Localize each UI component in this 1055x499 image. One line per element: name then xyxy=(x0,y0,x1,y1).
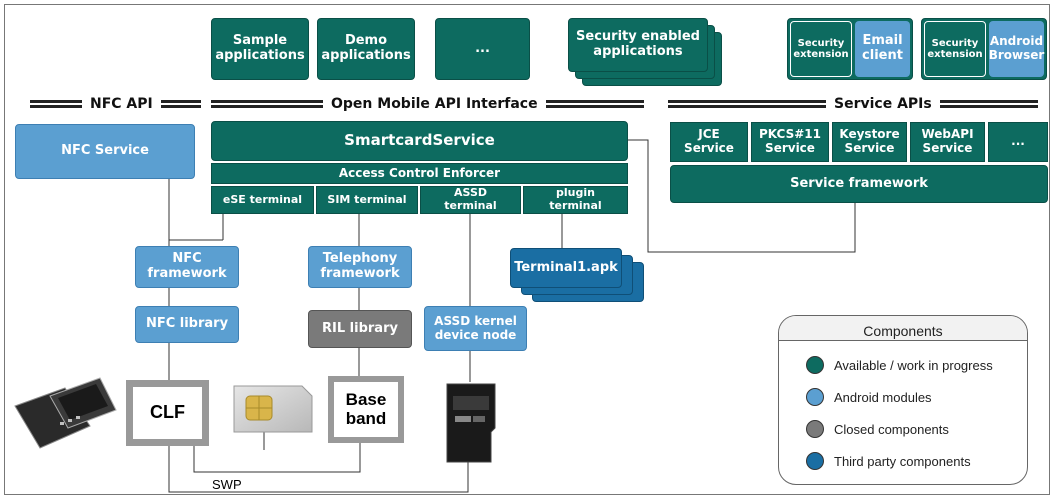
header-rule xyxy=(939,100,1038,108)
webapi-service-box: WebAPI Service xyxy=(910,122,985,162)
service-apis-header: Service APIs xyxy=(668,96,1038,112)
demo-applications-label: Demo applications xyxy=(321,33,411,63)
baseband-label: Base band xyxy=(345,389,387,428)
nfc-chip-image xyxy=(14,377,117,449)
ril-library-label: RIL library xyxy=(322,320,398,336)
security-extension-browser-label: Security extension xyxy=(927,37,983,61)
legend-item-label: Closed components xyxy=(834,421,949,437)
ellipsis-applications-label: ... xyxy=(475,40,490,56)
legend-item-available: Available / work in progress xyxy=(806,356,993,374)
telephony-framework-box: Telephony framework xyxy=(308,246,412,288)
jce-service-box: JCE Service xyxy=(670,122,748,162)
nfc-api-header-label: NFC API xyxy=(90,96,153,112)
nfc-service-box: NFC Service xyxy=(15,124,195,179)
clf-inner: CLF xyxy=(133,387,202,439)
open-mobile-api-header-label: Open Mobile API Interface xyxy=(331,96,538,112)
security-enabled-applications-box: Security enabled applications xyxy=(568,18,708,72)
header-rule xyxy=(30,100,82,108)
assd-kernel-box: ASSD kernel device node xyxy=(424,306,527,351)
header-rule xyxy=(160,100,201,108)
legend-header-band xyxy=(779,316,1027,341)
more-services-box: ... xyxy=(988,122,1048,162)
baseband-inner: Base band xyxy=(334,382,398,437)
nfc-service-label: NFC Service xyxy=(61,143,149,159)
legend-darkblue-dot xyxy=(806,452,824,470)
security-extension-email: Security extension xyxy=(790,21,852,77)
nfc-framework-label: NFC framework xyxy=(147,251,227,281)
assd-terminal-box: ASSD terminal xyxy=(420,186,521,214)
service-framework-box: Service framework xyxy=(670,165,1048,203)
header-rule xyxy=(668,100,826,108)
clf-box: CLF xyxy=(126,380,209,446)
security-enabled-applications-label: Security enabled applications xyxy=(576,29,700,59)
header-rule xyxy=(545,100,644,108)
sim-terminal-label: SIM terminal xyxy=(327,192,407,206)
jce-service-label: JCE Service xyxy=(684,127,734,155)
diagram-frame xyxy=(4,4,1050,495)
clf-label: CLF xyxy=(150,402,185,423)
sim-terminal-box: SIM terminal xyxy=(316,186,418,214)
assd-kernel-label: ASSD kernel device node xyxy=(434,313,517,342)
legend-item-label: Third party components xyxy=(834,453,971,469)
swp-label: SWP xyxy=(212,477,242,492)
assd-terminal-label: ASSD terminal xyxy=(444,186,497,212)
open-mobile-api-header: Open Mobile API Interface xyxy=(211,96,644,112)
keystore-service-label: Keystore Service xyxy=(839,127,900,155)
sim-card-image xyxy=(233,385,313,433)
legend-title: Components xyxy=(863,323,943,339)
access-control-enforcer-label: Access Control Enforcer xyxy=(338,165,501,180)
plugin-terminal-box: plugin terminal xyxy=(523,186,628,214)
nfc-api-header: NFC API xyxy=(30,96,201,112)
telephony-framework-label: Telephony framework xyxy=(320,251,400,281)
keystore-service-box: Keystore Service xyxy=(832,122,907,162)
legend-item-android: Android modules xyxy=(806,388,932,406)
ellipsis-applications-box: ... xyxy=(435,18,530,80)
legend-lightblue-dot xyxy=(806,388,824,406)
android-browser-label: Android Browser xyxy=(988,34,1045,62)
baseband-box: Base band xyxy=(328,376,404,443)
security-extension-email-label: Security extension xyxy=(793,37,849,61)
pkcs11-service-box: PKCS#11 Service xyxy=(751,122,829,162)
nfc-library-box: NFC library xyxy=(135,306,239,343)
nfc-framework-box: NFC framework xyxy=(135,246,239,288)
service-framework-label: Service framework xyxy=(790,175,928,191)
plugin-terminal-label: plugin terminal xyxy=(549,186,602,212)
service-apis-header-label: Service APIs xyxy=(834,96,932,112)
legend-box xyxy=(778,315,1028,485)
more-services-label: ... xyxy=(1011,134,1025,149)
security-extension-browser: Security extension xyxy=(924,21,986,77)
microsd-card-image xyxy=(446,383,496,463)
webapi-service-label: WebAPI Service xyxy=(921,127,974,155)
legend-teal-dot xyxy=(806,356,824,374)
legend-item-label: Available / work in progress xyxy=(834,357,993,373)
legend-item-third-party: Third party components xyxy=(806,452,971,470)
email-client-box: Email client xyxy=(855,21,910,77)
terminal-apk-label: Terminal1.apk xyxy=(514,259,618,275)
terminal-apk-box: Terminal1.apk xyxy=(510,248,622,288)
smartcard-service-label: SmartcardService xyxy=(344,131,495,150)
header-rule xyxy=(211,100,323,108)
demo-applications-box: Demo applications xyxy=(317,18,415,80)
legend-gray-dot xyxy=(806,420,824,438)
legend-item-label: Android modules xyxy=(834,389,932,405)
legend-item-closed: Closed components xyxy=(806,420,949,438)
nfc-library-label: NFC library xyxy=(145,316,229,332)
smartcard-service-box: SmartcardService xyxy=(211,121,628,161)
ese-terminal-label: eSE terminal xyxy=(222,192,303,206)
android-browser-box: Android Browser xyxy=(989,21,1044,77)
access-control-enforcer-box: Access Control Enforcer xyxy=(211,163,628,184)
email-client-label: Email client xyxy=(862,33,903,63)
ril-library-box: RIL library xyxy=(308,310,412,348)
sample-applications-label: Sample applications xyxy=(215,33,305,63)
sample-applications-box: Sample applications xyxy=(211,18,309,80)
pkcs11-service-label: PKCS#11 Service xyxy=(759,127,821,155)
ese-terminal-box: eSE terminal xyxy=(211,186,314,214)
